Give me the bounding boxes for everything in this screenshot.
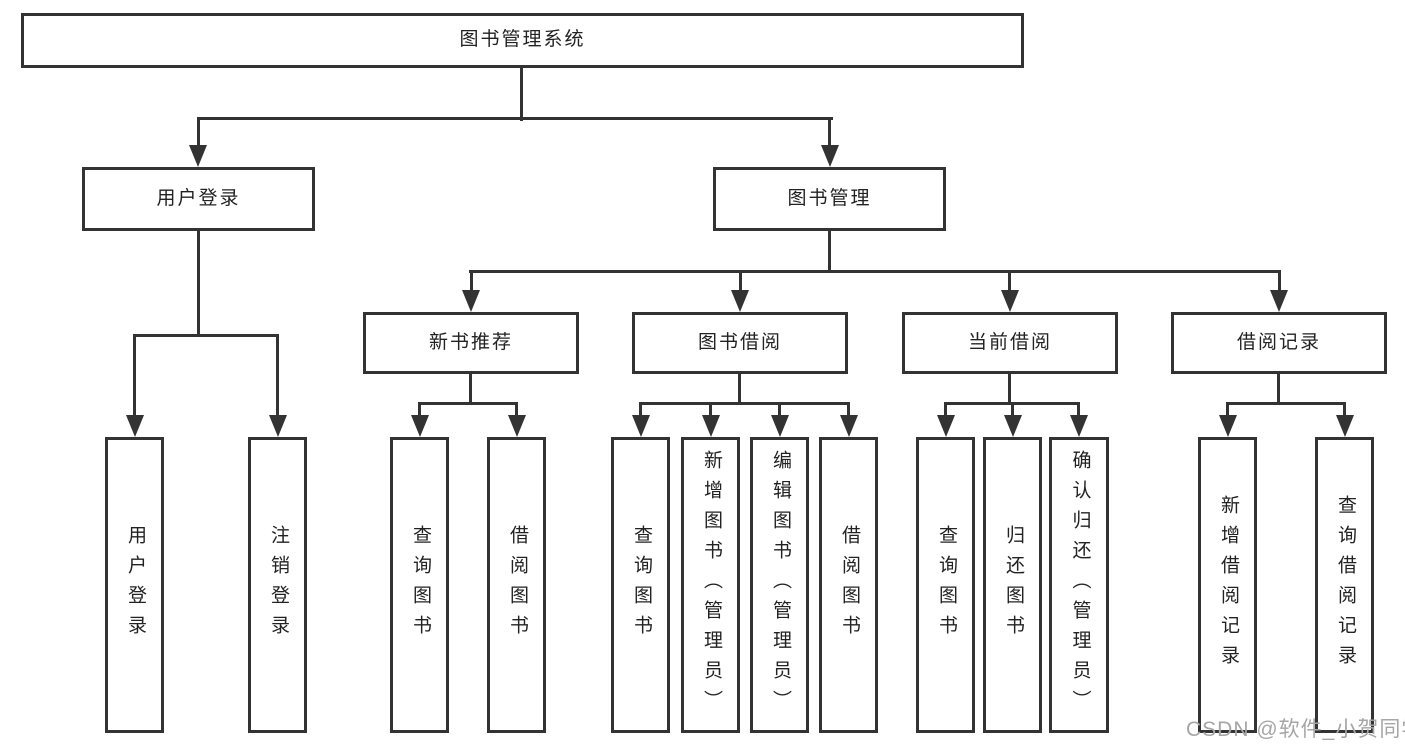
arrow-down-icon — [937, 415, 955, 437]
arrow-down-icon — [821, 145, 839, 167]
connector-leaf-line — [944, 402, 947, 422]
connector-leaf-line — [1077, 402, 1080, 422]
connector-leaf-line — [778, 402, 781, 422]
leaf-query-borrow-record: 查询借阅记录 — [1315, 437, 1374, 733]
leaf-add-borrow-record-label: 新增借阅记录 — [1218, 495, 1239, 675]
connector-leaf-line — [1011, 402, 1014, 422]
node-new-book-recommendation-label: 新书推荐 — [428, 331, 513, 353]
leaf-edit-book-admin-label: 编辑图书（管理员） — [770, 450, 791, 720]
arrow-down-icon — [1336, 415, 1354, 437]
connector-book-borrow-hline — [639, 402, 850, 405]
connector-borrow-records-hline — [1226, 402, 1346, 405]
arrow-down-icon — [462, 290, 480, 312]
arrow-down-icon — [411, 415, 429, 437]
connector-borrow-records-stub-line — [1277, 374, 1280, 405]
leaf-confirm-return-admin: 确认归还（管理员） — [1049, 437, 1109, 733]
connector-leaf-line — [709, 402, 712, 422]
leaf-logout: 注销登录 — [248, 437, 307, 733]
node-borrowing-records-label: 借阅记录 — [1236, 331, 1321, 353]
arrow-down-icon — [1001, 290, 1019, 312]
watermark: CSDN @软件_小贺同学 — [1186, 718, 1405, 741]
leaf-borrow-books-1: 借阅图书 — [487, 437, 546, 733]
connector-to-borrow-records-line — [1278, 270, 1281, 295]
connector-to-book-management-line — [828, 117, 831, 152]
node-book-borrowing-label: 图书借阅 — [697, 331, 782, 353]
leaf-query-books-2: 查询图书 — [611, 437, 670, 733]
connector-book-management-stub-line — [828, 231, 831, 273]
connector-book-borrow-stub-line — [738, 374, 741, 405]
arrow-down-icon — [269, 415, 287, 437]
arrow-down-icon — [632, 415, 650, 437]
leaf-query-books-label: 查询图书 — [936, 525, 957, 645]
connector-root-stub-line — [520, 68, 523, 121]
leaf-query-books-3: 查询图书 — [916, 437, 975, 733]
connector-root-hline — [197, 117, 833, 120]
node-current-borrowing-label: 当前借阅 — [967, 331, 1052, 353]
node-library-management-system-label: 图书管理系统 — [459, 29, 586, 51]
connector-to-leaf-logout-line — [276, 334, 279, 419]
leaf-borrow-books-2: 借阅图书 — [819, 437, 878, 733]
connector-new-book-hline — [418, 402, 518, 405]
connector-leaf-line — [639, 402, 642, 422]
node-book-management-label: 图书管理 — [787, 187, 872, 209]
arrow-down-icon — [508, 415, 526, 437]
connector-leaf-line — [1343, 402, 1346, 422]
arrow-down-icon — [1270, 290, 1288, 312]
leaf-confirm-return-admin-label: 确认归还（管理员） — [1069, 450, 1091, 720]
leaf-add-book-admin: 新增图书（管理员） — [681, 437, 740, 733]
leaf-return-books: 归还图书 — [983, 437, 1042, 733]
arrow-down-icon — [1070, 415, 1088, 437]
node-user-login: 用户登录 — [82, 167, 315, 231]
connector-leaf-line — [418, 402, 421, 422]
leaf-add-book-admin-label: 新增图书（管理员） — [701, 450, 722, 720]
connector-to-book-borrow-line — [739, 270, 742, 295]
leaf-query-books-label: 查询图书 — [631, 525, 652, 645]
connector-leaf-line — [1226, 402, 1229, 422]
leaf-user-login-label: 用户登录 — [125, 525, 146, 645]
node-library-management-system: 图书管理系统 — [21, 13, 1024, 68]
connector-leaf-line — [847, 402, 850, 422]
connector-user-login-stub-line — [197, 231, 200, 337]
arrow-down-icon — [1219, 415, 1237, 437]
arrow-down-icon — [189, 145, 207, 167]
node-current-borrowing: 当前借阅 — [902, 312, 1118, 374]
node-user-login-label: 用户登录 — [156, 187, 241, 209]
leaf-query-books-1: 查询图书 — [390, 437, 449, 733]
arrow-down-icon — [771, 415, 789, 437]
connector-user-login-hline — [133, 334, 279, 337]
leaf-query-books-label: 查询图书 — [410, 525, 431, 645]
leaf-query-borrow-record-label: 查询借阅记录 — [1335, 495, 1356, 675]
arrow-down-icon — [731, 290, 749, 312]
connector-to-leaf-user-login-line — [133, 334, 136, 419]
arrow-down-icon — [702, 415, 720, 437]
leaf-logout-label: 注销登录 — [268, 525, 289, 645]
arrow-down-icon — [840, 415, 858, 437]
arrow-down-icon — [126, 415, 144, 437]
connector-new-book-stub-line — [469, 374, 472, 405]
node-borrowing-records: 借阅记录 — [1171, 312, 1387, 374]
leaf-user-login: 用户登录 — [105, 437, 164, 733]
connector-to-current-borrow-line — [1008, 270, 1011, 295]
connector-to-user-login-line — [197, 117, 200, 152]
node-new-book-recommendation: 新书推荐 — [363, 312, 579, 374]
arrow-down-icon — [1004, 415, 1022, 437]
connector-leaf-line — [515, 402, 518, 422]
leaf-add-borrow-record: 新增借阅记录 — [1198, 437, 1257, 733]
leaf-return-books-label: 归还图书 — [1003, 525, 1024, 645]
leaf-borrow-books-label: 借阅图书 — [507, 525, 528, 645]
connector-to-new-book-line — [470, 270, 473, 295]
leaf-borrow-books-label: 借阅图书 — [839, 525, 860, 645]
connector-book-management-hline — [469, 270, 1280, 273]
connector-current-borrow-stub-line — [1008, 374, 1011, 405]
node-book-management: 图书管理 — [713, 167, 946, 231]
leaf-edit-book-admin: 编辑图书（管理员） — [750, 437, 809, 733]
node-book-borrowing: 图书借阅 — [632, 312, 848, 374]
